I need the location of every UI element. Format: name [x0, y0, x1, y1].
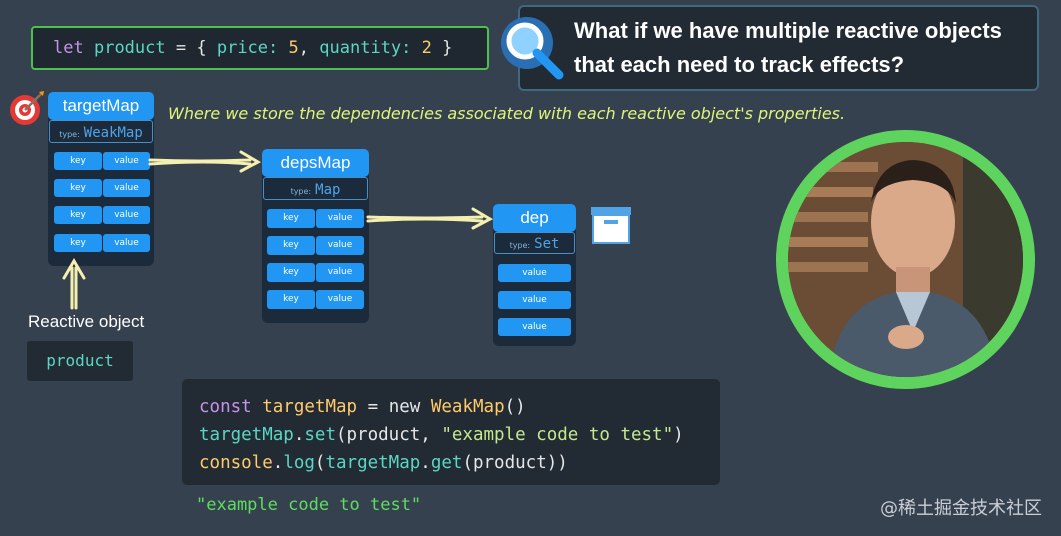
- question-box: What if we have multiple reactive object…: [518, 5, 1039, 91]
- target-map-type: type:WeakMap: [49, 120, 153, 143]
- target-map-title: targetMap: [48, 92, 154, 120]
- deps-map-block: depsMap type:Map key value key value key…: [262, 149, 369, 323]
- deps-map-row-value: value: [316, 236, 364, 255]
- code-line-3: console.log(targetMap.get(product)): [199, 453, 568, 473]
- presenter-photo: [788, 142, 1023, 377]
- code-line-2: targetMap.set(product, "example code to …: [199, 425, 684, 445]
- product-declaration-code: let product = { price: 5, quantity: 2 }: [31, 26, 489, 70]
- target-map-row-value: value: [103, 152, 150, 170]
- target-map-row-value: value: [103, 234, 150, 252]
- target-map-row-value: value: [103, 206, 150, 224]
- presenter-illustration: [788, 142, 1023, 377]
- target-map-row-value: value: [103, 179, 150, 197]
- deps-map-row-value: value: [316, 263, 364, 282]
- target-map-block: targetMap type:WeakMap key value key val…: [48, 92, 154, 266]
- dep-row-value: value: [498, 291, 571, 309]
- dep-type: type:Set: [494, 232, 575, 254]
- target-map-row-key: key: [54, 179, 102, 197]
- presenter-avatar: [776, 130, 1035, 389]
- question-text: What if we have multiple reactive object…: [574, 18, 1002, 77]
- target-map-description: Where we store the dependencies associat…: [168, 104, 846, 123]
- deps-map-title: depsMap: [262, 149, 369, 177]
- code-line-1: const targetMap = new WeakMap(): [199, 397, 526, 417]
- dep-block: dep type:Set value value value: [493, 204, 576, 346]
- console-output: "example code to test": [196, 495, 422, 515]
- deps-map-row-key: key: [267, 290, 315, 309]
- watermark: @稀土掘金技术社区: [880, 498, 1042, 519]
- deps-map-row-value: value: [316, 209, 364, 228]
- deps-map-row-key: key: [267, 209, 315, 228]
- deps-map-row-value: value: [316, 290, 364, 309]
- dep-row-value: value: [498, 318, 571, 336]
- target-map-row-key: key: [54, 152, 102, 170]
- deps-map-row-key: key: [267, 236, 315, 255]
- reactive-object-label: Reactive object: [28, 312, 145, 331]
- product-object-box: product: [27, 341, 133, 381]
- deps-map-row-key: key: [267, 263, 315, 282]
- dep-title: dep: [493, 204, 576, 232]
- archive-box-icon: [591, 207, 631, 244]
- dep-row-value: value: [498, 264, 571, 282]
- code-panel: const targetMap = new WeakMap() targetMap…: [182, 379, 720, 485]
- deps-map-type: type:Map: [263, 177, 368, 200]
- target-icon: [10, 91, 44, 125]
- target-map-row-key: key: [54, 234, 102, 252]
- target-map-row-key: key: [54, 206, 102, 224]
- magnifier-icon: [501, 17, 564, 80]
